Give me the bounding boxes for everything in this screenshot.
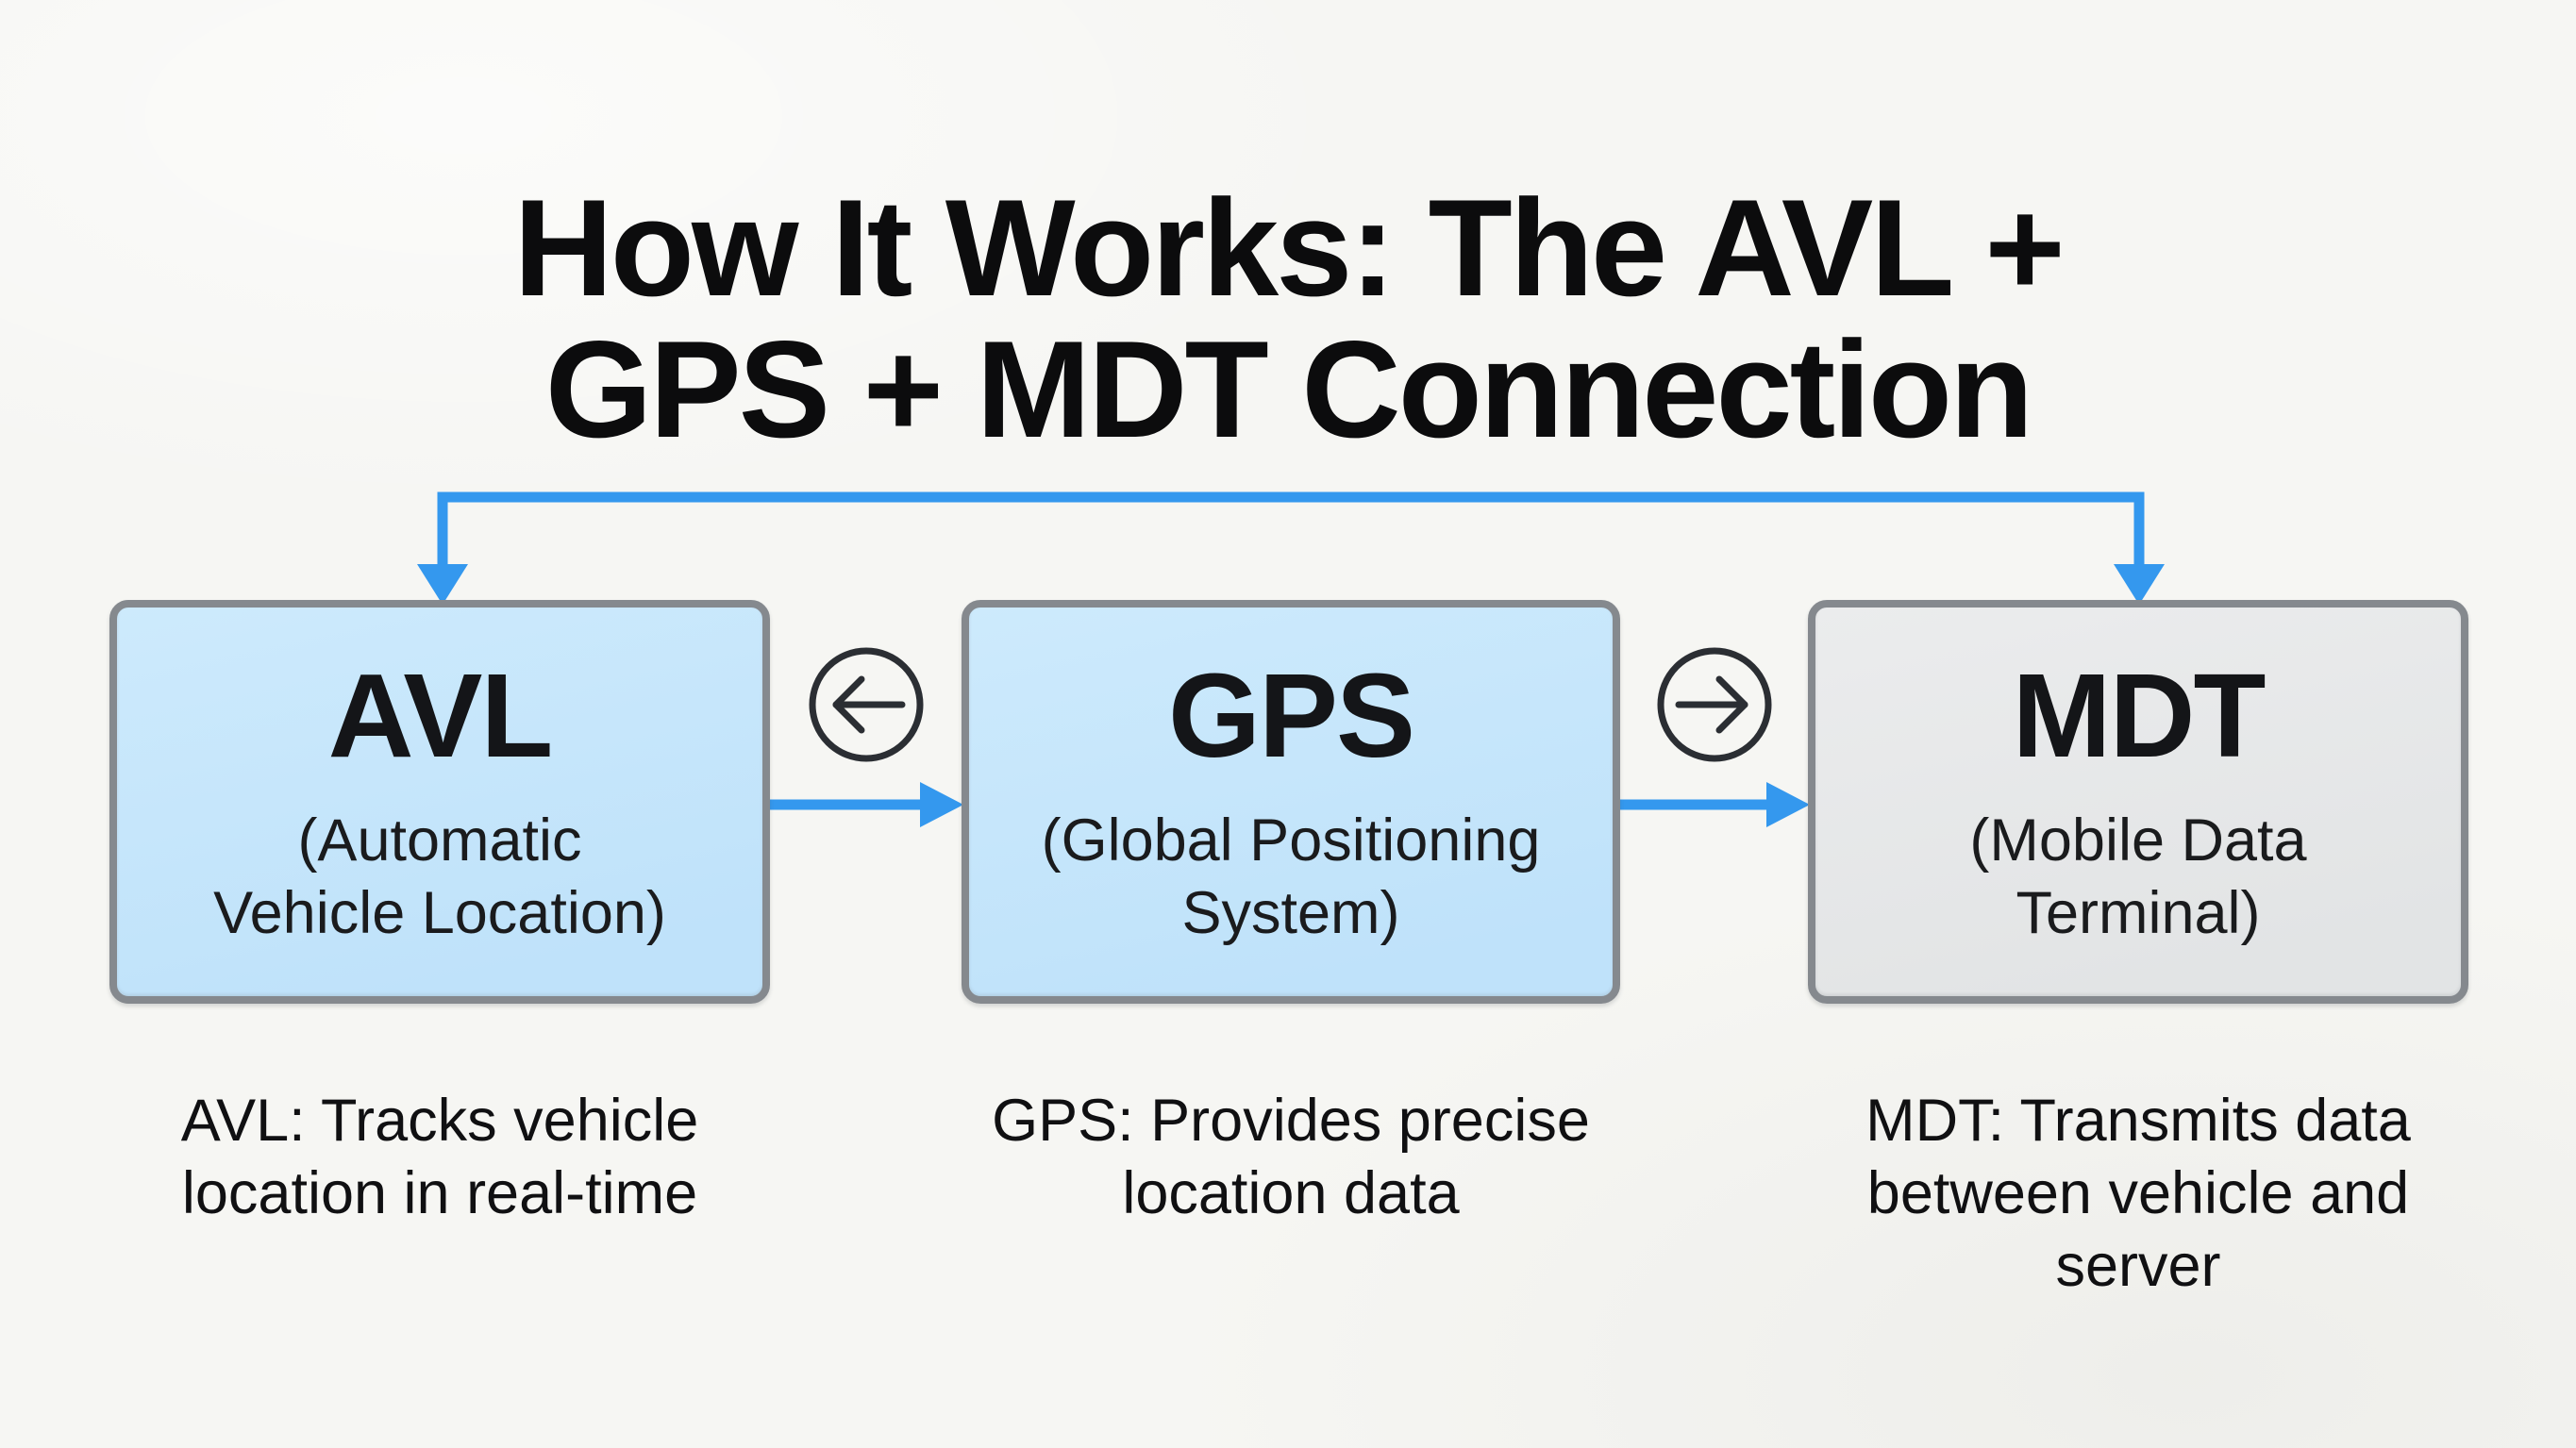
gps-node-subtitle: (Global Positioning System) <box>1041 807 1541 947</box>
feedback-down-arrowhead-avl-icon <box>417 564 468 605</box>
avl-to-gps-arrowhead-icon <box>920 782 963 827</box>
gps-node-title: GPS <box>1167 648 1415 782</box>
avl-caption: AVL: Tracks vehicle location in real-tim… <box>180 1088 699 1226</box>
avl-node-title: AVL <box>327 648 554 782</box>
page-title-line-2: GPS + MDT Connection <box>544 311 2033 466</box>
mdt-node-box: MDT (Mobile Data Terminal) <box>1808 600 2468 1004</box>
page-title-line-1: How It Works: The AVL + <box>513 170 2065 325</box>
feedback-down-arrowhead-mdt-icon <box>2114 564 2165 605</box>
avl-node-box: AVL (Automatic Vehicle Location) <box>109 600 770 1004</box>
arrow-left-circle-icon <box>809 647 924 762</box>
feedback-loop-connector <box>437 491 2145 568</box>
gps-node-box: GPS (Global Positioning System) <box>962 600 1620 1004</box>
gps-caption: GPS: Provides precise location data <box>992 1088 1590 1226</box>
mdt-caption: MDT: Transmits data between vehicle and … <box>1865 1088 2411 1299</box>
mdt-node-title: MDT <box>2012 648 2267 782</box>
mdt-node-subtitle: (Mobile Data Terminal) <box>1969 807 2307 947</box>
avl-node-subtitle: (Automatic Vehicle Location) <box>213 807 666 947</box>
gps-to-mdt-arrowhead-icon <box>1766 782 1810 827</box>
page-title: How It Works: The AVL + GPS + MDT Connec… <box>0 170 2576 466</box>
arrow-right-circle-icon <box>1657 647 1772 762</box>
